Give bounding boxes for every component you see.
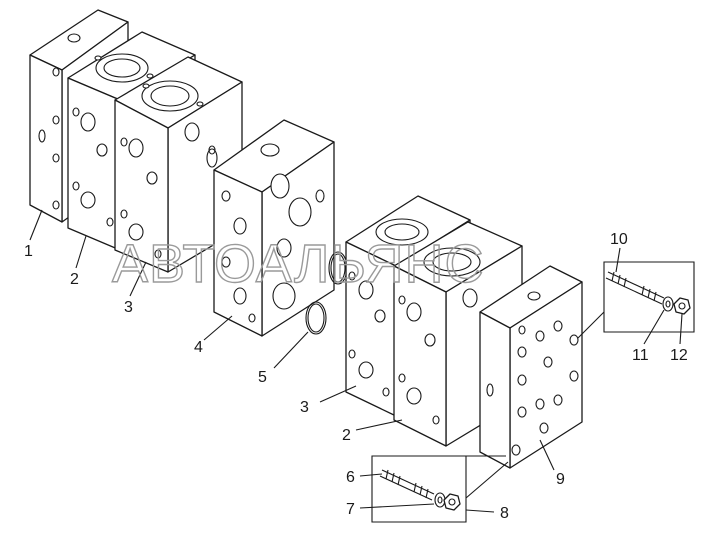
hardware-set-lower [371, 455, 467, 523]
washer-11 [662, 296, 674, 312]
callout-1: 1 [24, 243, 33, 260]
callout-11: 11 [632, 347, 649, 364]
stud-bolt-10 [605, 271, 665, 305]
callout-3b: 3 [300, 399, 309, 416]
callout-12: 12 [670, 347, 688, 364]
callout-10: 10 [610, 231, 628, 248]
callout-3: 3 [124, 299, 133, 316]
hardware-set-upper [603, 261, 695, 333]
callout-7: 7 [346, 501, 355, 518]
callout-labels: 1 2 3 4 5 3 2 6 7 8 9 10 11 12 [24, 231, 688, 522]
part-9-end-plate [479, 265, 583, 469]
callout-5: 5 [258, 369, 267, 386]
part-4-section-block-middle [213, 119, 335, 337]
stud-bolt-6 [379, 469, 435, 501]
watermark-text: АВТОАЛЬЯНС [112, 234, 484, 294]
callout-2: 2 [70, 271, 79, 288]
part-2-section-block-lower [393, 221, 523, 447]
callout-8: 8 [500, 505, 509, 522]
callout-6: 6 [346, 469, 355, 486]
leader-lines [29, 209, 683, 513]
part-5-o-rings [206, 148, 348, 335]
nut-12 [673, 297, 691, 315]
nut-8 [443, 493, 461, 511]
callout-4: 4 [194, 339, 203, 356]
callout-2b: 2 [342, 427, 351, 444]
callout-9: 9 [556, 471, 565, 488]
